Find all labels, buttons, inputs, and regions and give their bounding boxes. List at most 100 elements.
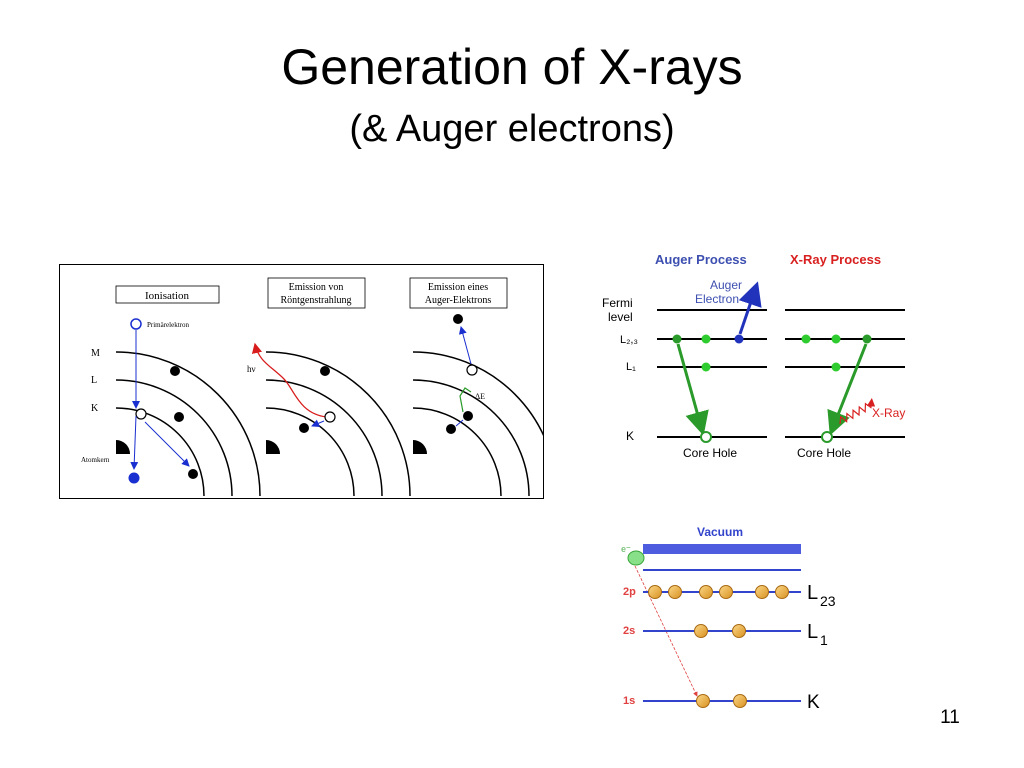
nucleus-2 [266,440,280,454]
core-hole-left-label: Core Hole [683,446,737,460]
xray-photon-wave [839,398,876,425]
shell-k-arc-2 [265,407,355,497]
shell-l1-subscript: 1 [820,632,828,648]
electron-label: e⁻ [621,544,631,554]
m-hole-3 [466,364,478,376]
auger-electron-label-line1: Auger [710,278,742,292]
shell-l23-subscript: 23 [820,593,836,609]
xray-process-title: X-Ray Process [790,252,881,267]
shell-l1-label: L [807,621,818,643]
shell-k-arc-3 [412,407,502,497]
electron-2p-1 [648,585,662,599]
photon-label: hν [247,364,256,374]
xray-transition-arrow [827,343,868,436]
electron-2p-4 [719,585,733,599]
auger-xray-diagram: Auger Process X-Ray Process Fermi level … [602,252,905,460]
primary-electron [130,318,142,330]
xray-l1-electron [831,362,841,372]
scattered-path [130,415,139,470]
primary-electron-label: Primärelektron [147,321,189,329]
auger-l23-electron-2 [701,334,711,344]
auger-escape-arrow [458,326,472,365]
shell-m-label: M [91,348,100,359]
electron-2p-5 [755,585,769,599]
panel-auger-emission: Emission eines Auger-Elektrons ΔE [409,277,544,497]
fermi-label-line2: level [608,310,633,324]
nucleus [116,440,130,454]
shell-k-arc [115,407,205,497]
k-hole [135,408,147,420]
ionisation-heading: Ionisation [145,290,189,302]
auger-heading-line2: Auger-Elektrons [425,295,492,306]
vacuum-label: Vacuum [697,525,743,539]
scattered-electron [128,472,140,484]
l-electron [174,412,184,422]
ejected-electron [188,469,198,479]
slide-subtitle: (& Auger electrons) [349,108,675,150]
photon-path [251,342,328,418]
shell-m-arc [115,351,261,497]
delta-e-label: ΔE [475,392,485,401]
fermi-label-line1: Fermi [602,296,633,310]
auger-heading-box [409,277,508,309]
auger-l23-electron-3 [734,334,744,344]
shell-l-arc [115,379,233,497]
xray-heading-line1: Emission von [289,282,344,293]
xray-l23-electron-3 [862,334,872,344]
page-number: 11 [940,707,960,728]
xray-core-hole [821,431,833,443]
m-electron [170,366,180,376]
shell-k-label: K [91,403,99,414]
atom-shell-diagram: Ionisation M L K Atomkern Primärelektron… [59,264,544,499]
orbital-2s-label: 2s [623,625,635,637]
auger-core-hole [700,431,712,443]
core-hole-right-label: Core Hole [797,446,851,460]
vacuum-band [643,544,801,554]
k-electron-2 [299,423,309,433]
nucleus-3 [413,440,427,454]
orbital-2p-label: 2p [623,586,636,598]
transition-arrow [311,419,325,427]
shell-k-label-orbital: K [807,692,820,713]
auger-electron-label-line2: Electron [695,292,739,306]
orbital-1s-label: 1s [623,695,635,707]
incoming-electron [627,550,645,566]
k-electron-3 [446,424,456,434]
m-electron-2 [320,366,330,376]
electron-1s-2 [733,694,747,708]
xray-heading-line2: Röntgenstrahlung [280,295,351,306]
shell-m-arc-3 [412,351,544,439]
panel-ionisation: Ionisation M L K Atomkern Primärelektron [81,285,261,497]
shell-l23-label: L [807,582,818,604]
auger-transition-arrow [676,343,709,436]
panel-xray-emission: Emission von Röntgenstrahlung hν [247,277,411,497]
auger-l1-electron [701,362,711,372]
auger-electron-arrow [738,281,762,335]
transition-arrow-3 [455,419,464,427]
l1-label: L₁ [626,361,636,373]
orbital-level-diagram: Vacuum e⁻ 2p L 23 2s L 1 1s K [621,525,836,713]
shell-l-label: L [91,375,97,386]
shell-l-arc-2 [265,379,383,497]
electron-1s-1 [696,694,710,708]
electron-2p-6 [775,585,789,599]
xray-heading-box [267,277,366,309]
xray-l23-electron-2 [831,334,841,344]
l-hole-2 [324,411,336,423]
auger-electron-escaped [453,314,463,324]
xray-label: X-Ray [872,406,905,420]
electron-2p-3 [699,585,713,599]
shell-l-arc-3 [412,379,530,497]
delta-e-arrow [459,387,472,413]
auger-process-title: Auger Process [655,252,747,267]
electron-2s-1 [694,624,708,638]
electron-2s-2 [732,624,746,638]
auger-heading-line1: Emission eines [428,282,488,293]
slide-title: Generation of X-rays [281,39,743,95]
nucleus-label: Atomkern [81,456,110,464]
xray-l23-electron-1 [801,334,811,344]
ejected-path [144,421,190,467]
electron-2p-2 [668,585,682,599]
k-label: K [626,429,634,443]
l23-label: L₂,₃ [620,334,638,346]
